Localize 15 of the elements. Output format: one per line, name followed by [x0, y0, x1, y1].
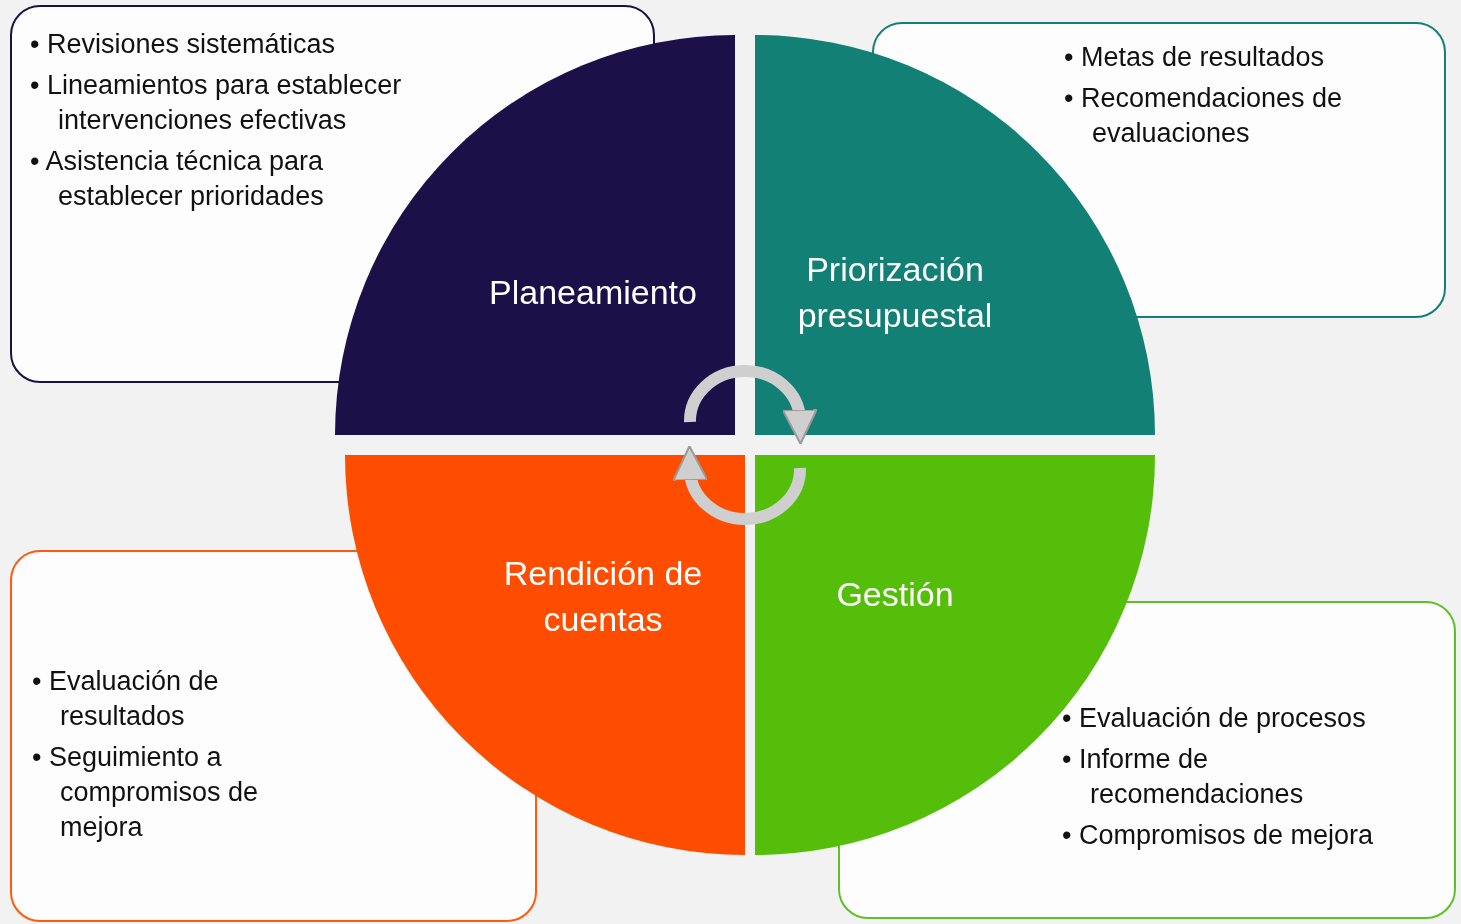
- bullet-item: • Metas de resultados: [1064, 41, 1326, 74]
- quadrant-label: Rendición de cuentas: [502, 553, 704, 640]
- bullet-item: • Informe de recomendaciones: [1062, 743, 1305, 812]
- bullet-item: • Revisiones sistemáticas: [30, 28, 337, 61]
- cycle-arrow: [684, 365, 817, 445]
- bullet-item: • Compromisos de mejora: [1062, 819, 1375, 853]
- bullet-item: • Seguimiento a compromisos de mejora: [32, 741, 260, 845]
- quadrant-label: Gestión: [835, 574, 955, 616]
- bullet-item: • Asistencia técnica para establecer prioridades: [30, 145, 325, 214]
- bullet-item: • Evaluación de procesos: [1062, 702, 1367, 735]
- quadrant-label: Planeamiento: [488, 272, 698, 314]
- bullet-item: • Recomendaciones de evaluaciones: [1064, 82, 1344, 151]
- quadrant-label: Priorización presupuestal: [796, 249, 994, 336]
- bullet-item: • Evaluación de resultados: [32, 665, 220, 734]
- bullet-item: • Lineamientos para establecer intervenciones efectivas: [30, 69, 403, 138]
